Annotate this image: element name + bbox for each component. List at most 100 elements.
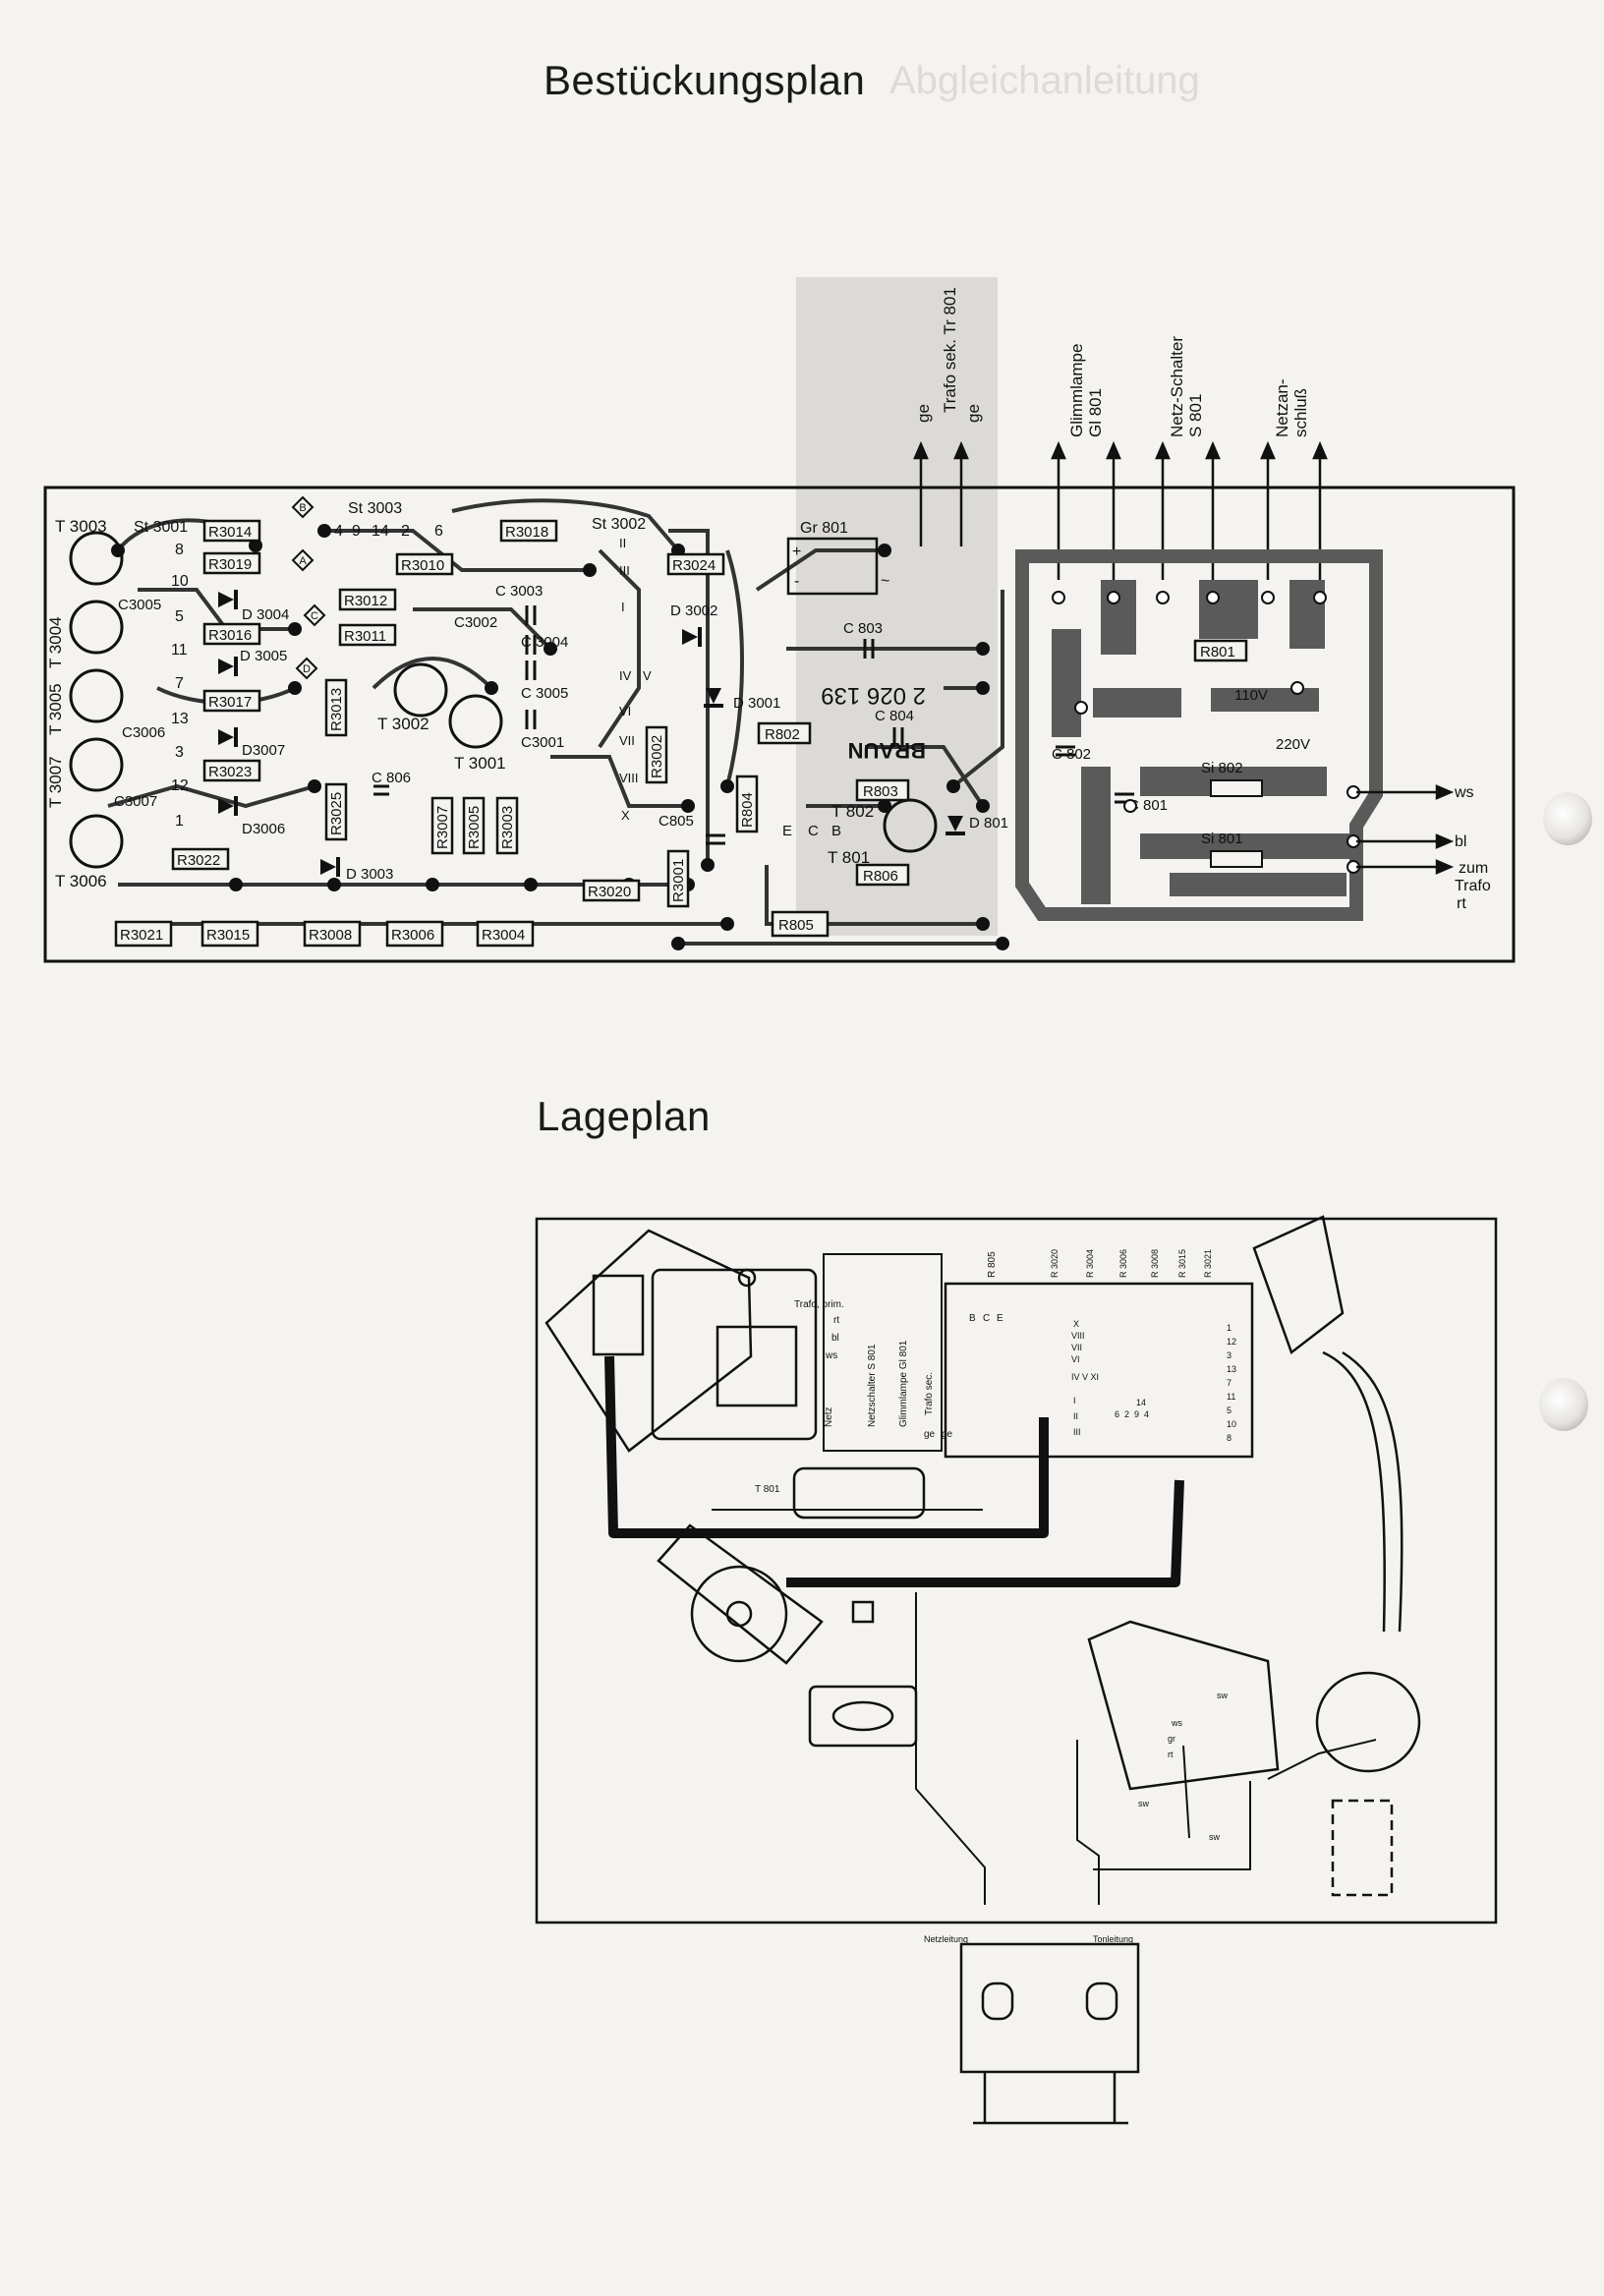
pin-c: C bbox=[808, 823, 819, 839]
lp-sw-1: sw bbox=[1217, 1691, 1229, 1700]
label-t3007: T 3007 bbox=[46, 756, 65, 808]
label-zum: zum bbox=[1459, 860, 1488, 877]
roman-vii: VII bbox=[619, 733, 635, 748]
roman-iv: IV bbox=[619, 668, 632, 683]
lp-pin-9: 9 bbox=[1134, 1409, 1139, 1419]
label-gl801: Gl 801 bbox=[1086, 388, 1105, 437]
lp-roman-i: I bbox=[1073, 1396, 1076, 1406]
label-ge-1: ge bbox=[914, 404, 933, 423]
lageplan-frame bbox=[535, 1217, 1498, 1924]
rectifier-minus: - bbox=[794, 573, 799, 590]
thin-wires bbox=[712, 1509, 1377, 1905]
lp-pin-8: 8 bbox=[1227, 1433, 1232, 1443]
pin-12: 12 bbox=[171, 777, 189, 794]
lp-r3021: R 3021 bbox=[1203, 1249, 1213, 1278]
lp-ws-small: ws bbox=[1171, 1718, 1182, 1728]
lp-r3004: R 3004 bbox=[1085, 1249, 1095, 1278]
label-d3001: D 3001 bbox=[733, 695, 780, 712]
roman-iii: III bbox=[619, 563, 630, 578]
label-c806: C 806 bbox=[372, 770, 411, 786]
pin-13: 13 bbox=[171, 711, 189, 727]
label-glimmlampe: Glimmlampe bbox=[1067, 344, 1086, 437]
label-c3005-right: C 3005 bbox=[521, 685, 568, 702]
cable-harness bbox=[604, 1355, 1184, 1587]
roman-ii: II bbox=[619, 536, 626, 550]
lp-wire-ws: ws bbox=[825, 1350, 837, 1361]
punch-hole-upper bbox=[1543, 792, 1592, 845]
power-board-traces bbox=[1015, 549, 1383, 921]
label-r3004: R3004 bbox=[482, 927, 525, 944]
rectifier-ac-2: ~ bbox=[881, 573, 889, 590]
label-d3002: D 3002 bbox=[670, 603, 717, 619]
pin-1: 1 bbox=[175, 813, 184, 830]
label-netzschalter: Netz-Schalter bbox=[1168, 336, 1186, 437]
lp-pin-3: 3 bbox=[1227, 1350, 1232, 1360]
label-r3001: R3001 bbox=[670, 859, 687, 902]
label-c801: C 801 bbox=[1128, 797, 1168, 814]
tonearm-assembly bbox=[1087, 1215, 1421, 1897]
lp-roman-x: X bbox=[1073, 1319, 1079, 1329]
label-r3020: R3020 bbox=[588, 884, 631, 900]
lp-rt-small: rt bbox=[1168, 1750, 1174, 1759]
lp-sw-3: sw bbox=[1209, 1832, 1221, 1842]
label-st3001: St 3001 bbox=[134, 519, 188, 536]
label-r3025: R3025 bbox=[328, 792, 345, 835]
marker-c: C bbox=[311, 610, 318, 622]
label-c802: C 802 bbox=[1052, 746, 1091, 763]
label-c3007: C3007 bbox=[114, 793, 157, 810]
label-c3004: C 3004 bbox=[521, 634, 568, 651]
label-c805: C805 bbox=[659, 813, 694, 830]
lp-roman-ii: II bbox=[1073, 1411, 1078, 1421]
marker-diamonds bbox=[291, 495, 326, 680]
label-r802: R802 bbox=[765, 726, 800, 743]
label-t801: T 801 bbox=[828, 848, 870, 867]
label-s801: S 801 bbox=[1186, 394, 1205, 437]
lp-e: E bbox=[997, 1313, 1003, 1324]
label-r805: R805 bbox=[778, 917, 814, 934]
lp-wire-rt: rt bbox=[833, 1315, 839, 1326]
label-c804: C 804 bbox=[875, 708, 914, 724]
label-c3001: C3001 bbox=[521, 734, 564, 751]
board-frame bbox=[43, 486, 1516, 963]
label-r3008: R3008 bbox=[309, 927, 352, 944]
pin-8: 8 bbox=[175, 542, 184, 558]
resistor-boxes bbox=[114, 519, 1248, 947]
label-r3019: R3019 bbox=[208, 556, 252, 573]
label-r803: R803 bbox=[863, 783, 898, 800]
label-st3002: St 3002 bbox=[592, 516, 646, 533]
label-d3007: D3007 bbox=[242, 742, 285, 759]
lp-glimmlampe: Glimmlampe Gl 801 bbox=[898, 1340, 909, 1427]
label-t3001: T 3001 bbox=[454, 754, 506, 773]
lp-roman-iii: III bbox=[1073, 1427, 1081, 1437]
motor-assembly bbox=[657, 1466, 926, 1748]
label-220v: 220V bbox=[1276, 736, 1310, 753]
lp-wire-bl: bl bbox=[831, 1333, 839, 1344]
lp-t801: T 801 bbox=[755, 1484, 780, 1495]
label-netzanschluss-2: schluß bbox=[1291, 388, 1310, 437]
lp-pin-12: 12 bbox=[1227, 1337, 1236, 1347]
lp-pin-2: 2 bbox=[1124, 1409, 1129, 1419]
pin-6: 6 bbox=[434, 523, 443, 540]
label-r3005: R3005 bbox=[466, 806, 483, 849]
label-c3002: C3002 bbox=[454, 614, 497, 631]
lp-pin-10: 10 bbox=[1227, 1419, 1236, 1429]
roman-viii: VIII bbox=[619, 771, 639, 785]
lp-c: C bbox=[983, 1313, 990, 1324]
label-rt: rt bbox=[1457, 895, 1466, 912]
label-st3003: St 3003 bbox=[348, 500, 402, 517]
label-d3004: D 3004 bbox=[242, 606, 289, 623]
lp-trafo-sec: Trafo sec. bbox=[924, 1372, 935, 1415]
rectifier-plus: + bbox=[792, 544, 801, 560]
lp-gr-small: gr bbox=[1168, 1734, 1175, 1744]
label-r3012: R3012 bbox=[344, 593, 387, 609]
label-r3021: R3021 bbox=[120, 927, 163, 944]
lp-ge-2: ge bbox=[942, 1429, 953, 1440]
lp-roman-viii: VIII bbox=[1071, 1331, 1085, 1341]
bestueckungsplan-diagram: ge Trafo sek. Tr 801 ge Glimmlampe Gl 80… bbox=[43, 277, 1516, 963]
lp-pin-14: 14 bbox=[1136, 1398, 1146, 1407]
page-title-bestueckungsplan: Bestückungsplan bbox=[544, 57, 866, 103]
pin-3: 3 bbox=[175, 744, 184, 761]
lp-sw-2: sw bbox=[1138, 1799, 1150, 1808]
fuse-symbols bbox=[1210, 779, 1263, 868]
lp-b: B bbox=[969, 1313, 976, 1324]
